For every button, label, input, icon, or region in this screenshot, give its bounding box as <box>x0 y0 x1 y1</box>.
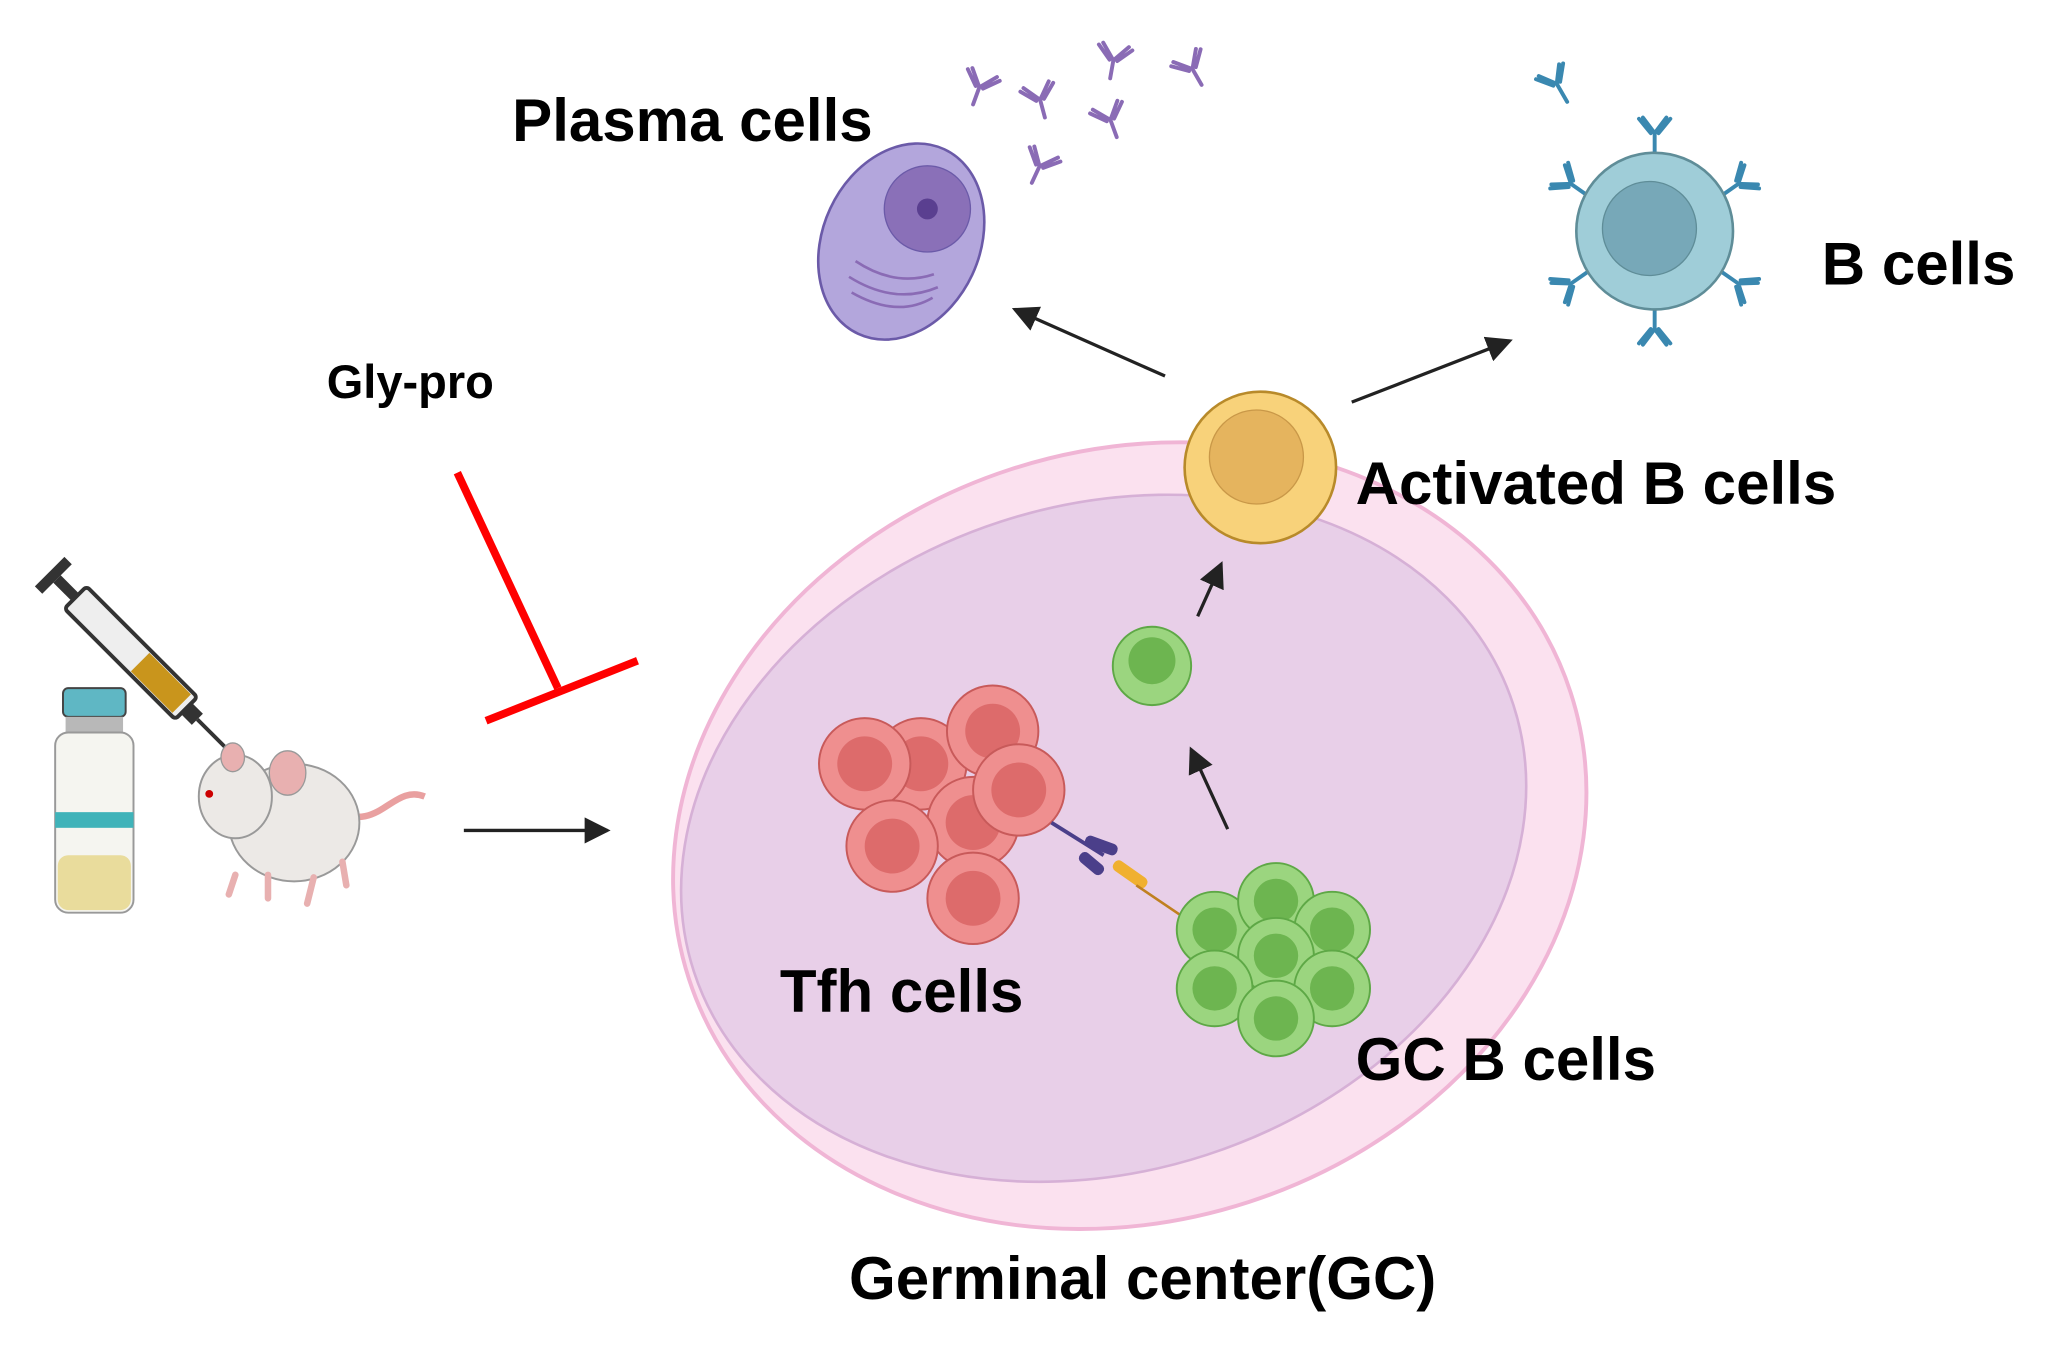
arrow-to-activated-b <box>1196 561 1224 617</box>
arrow-to-plasma <box>1011 306 1166 378</box>
label-plasma-cells: Plasma cells <box>512 87 873 154</box>
label-gly-pro: Gly-pro <box>327 355 494 408</box>
label-activated-b-cells: Activated B cells <box>1356 450 1837 517</box>
tcr-mhc-interaction <box>1050 820 1190 922</box>
arrow-gcb-up <box>1188 746 1230 830</box>
antibodies <box>955 40 1219 192</box>
tfh-cells <box>818 684 1066 946</box>
syringe-icon <box>34 556 257 779</box>
proliferating-gc-b-cell <box>1111 625 1193 707</box>
mouse-icon <box>197 742 426 907</box>
label-tfh-cells: Tfh cells <box>780 958 1024 1025</box>
plasma-cell <box>816 142 986 341</box>
label-gc-b-cells: GC B cells <box>1356 1026 1656 1093</box>
label-b-cells: B cells <box>1822 231 2016 298</box>
inhibition-symbol <box>453 471 639 725</box>
label-germinal-center: Germinal center(GC) <box>849 1245 1436 1312</box>
vaccine-vial-icon <box>54 687 135 914</box>
gc-b-cells <box>1175 862 1371 1058</box>
activated-b-cell <box>1183 390 1338 545</box>
b-cell <box>1533 60 1763 347</box>
arrow-to-b-cells <box>1351 336 1513 404</box>
